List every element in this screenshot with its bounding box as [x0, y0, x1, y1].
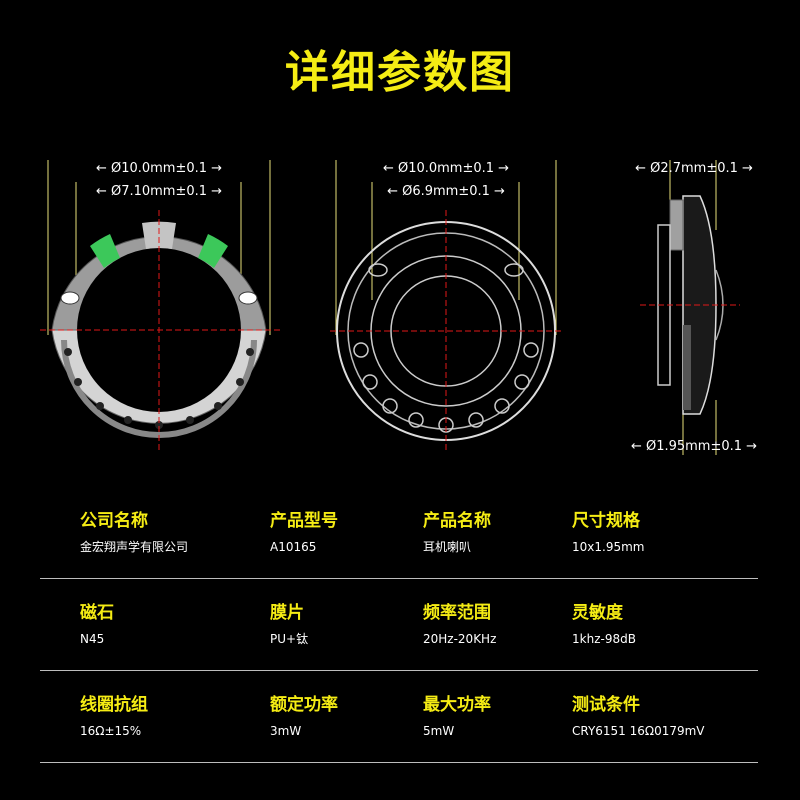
spec-cell: 膜片 PU+钛: [270, 592, 308, 648]
spec-label: 灵敏度: [572, 603, 623, 623]
spec-label: 最大功率: [423, 695, 491, 715]
spec-cell: 灵敏度 1khz-98dB: [572, 592, 636, 648]
front-top-panel: [142, 221, 176, 249]
spec-value: A10165: [270, 540, 317, 554]
side-terminal: [669, 199, 684, 251]
spec-cell: 测试条件 CRY6151 16Ω0179mV: [572, 684, 705, 740]
spec-label: 尺寸规格: [572, 511, 640, 531]
spec-value: 16Ω±15%: [80, 724, 142, 738]
spec-label: 膜片: [270, 603, 304, 623]
spec-cell: 产品型号 A10165: [270, 500, 338, 556]
spec-cell: 额定功率 3mW: [270, 684, 338, 740]
spec-cell: 最大功率 5mW: [423, 684, 491, 740]
back-inner-dim: ← Ø6.9mm±0.1 →: [387, 184, 505, 199]
spec-value: 金宏翔声学有限公司: [80, 540, 189, 554]
spec-cell: 线圈抗组 16Ω±15%: [80, 684, 148, 740]
spec-label: 公司名称: [80, 511, 148, 531]
spec-value: PU+钛: [270, 632, 309, 646]
spec-cell: 磁石 N45: [80, 592, 114, 648]
spec-value: 5mW: [423, 724, 455, 738]
side-magnet: [683, 325, 691, 410]
spec-value: 3mW: [270, 724, 302, 738]
page-title: 详细参数图: [285, 47, 515, 98]
side-view: ← Ø2.7mm±0.1 → ← Ø1.95mm±0.1 →: [631, 160, 757, 455]
spec-label: 测试条件: [572, 695, 640, 715]
spec-divider: [40, 762, 758, 763]
spec-value: N45: [80, 632, 105, 646]
spec-label: 产品型号: [270, 511, 338, 531]
side-bottom-dim: ← Ø1.95mm±0.1 →: [631, 439, 757, 454]
spec-value: 10x1.95mm: [572, 540, 645, 554]
spec-label: 频率范围: [423, 603, 491, 623]
front-green-pad-left: [90, 234, 120, 268]
spec-row-2: 磁石 N45 膜片 PU+钛 频率范围 20Hz-20KHz 灵敏度 1khz-…: [40, 592, 758, 684]
side-top-dim: ← Ø2.7mm±0.1 →: [635, 161, 753, 176]
back-view: ← Ø10.0mm±0.1 → ← Ø6.9mm±0.1 →: [330, 160, 562, 450]
spec-value: 耳机喇叭: [423, 540, 472, 554]
front-holes: [64, 348, 254, 429]
spec-value: CRY6151 16Ω0179mV: [572, 724, 705, 738]
spec-divider: [40, 578, 758, 579]
spec-label: 线圈抗组: [80, 695, 148, 715]
spec-label: 磁石: [80, 603, 114, 623]
front-slot-left: [60, 291, 80, 305]
spec-label: 额定功率: [270, 695, 338, 715]
back-outer-dim: ← Ø10.0mm±0.1 →: [383, 161, 509, 176]
spec-cell: 公司名称 金宏翔声学有限公司: [80, 500, 188, 556]
front-outer-dim: ← Ø10.0mm±0.1 →: [96, 161, 222, 176]
spec-value: 1khz-98dB: [572, 632, 636, 646]
spec-divider: [40, 670, 758, 671]
front-green-pad-right: [198, 234, 228, 268]
speaker-drawing: ← Ø10.0mm±0.1 → ← Ø7.10mm±0.1 → ← Ø10.0m…: [40, 160, 757, 455]
front-slot-right: [238, 291, 258, 305]
front-view: ← Ø10.0mm±0.1 → ← Ø7.10mm±0.1 →: [40, 160, 280, 450]
spec-value: 20Hz-20KHz: [423, 632, 497, 646]
spec-row-3: 线圈抗组 16Ω±15% 额定功率 3mW 最大功率 5mW 测试条件 CRY6…: [40, 684, 758, 776]
spec-label: 产品名称: [423, 511, 491, 531]
spec-table: 公司名称 金宏翔声学有限公司 产品型号 A10165 产品名称 耳机喇叭 尺寸规…: [40, 500, 758, 776]
spec-cell: 产品名称 耳机喇叭: [423, 500, 491, 556]
front-inner-dim: ← Ø7.10mm±0.1 →: [96, 184, 222, 199]
spec-cell: 尺寸规格 10x1.95mm: [572, 500, 644, 556]
back-holes: [353, 263, 539, 433]
spec-row-1: 公司名称 金宏翔声学有限公司 产品型号 A10165 产品名称 耳机喇叭 尺寸规…: [40, 500, 758, 592]
spec-cell: 频率范围 20Hz-20KHz: [423, 592, 496, 648]
